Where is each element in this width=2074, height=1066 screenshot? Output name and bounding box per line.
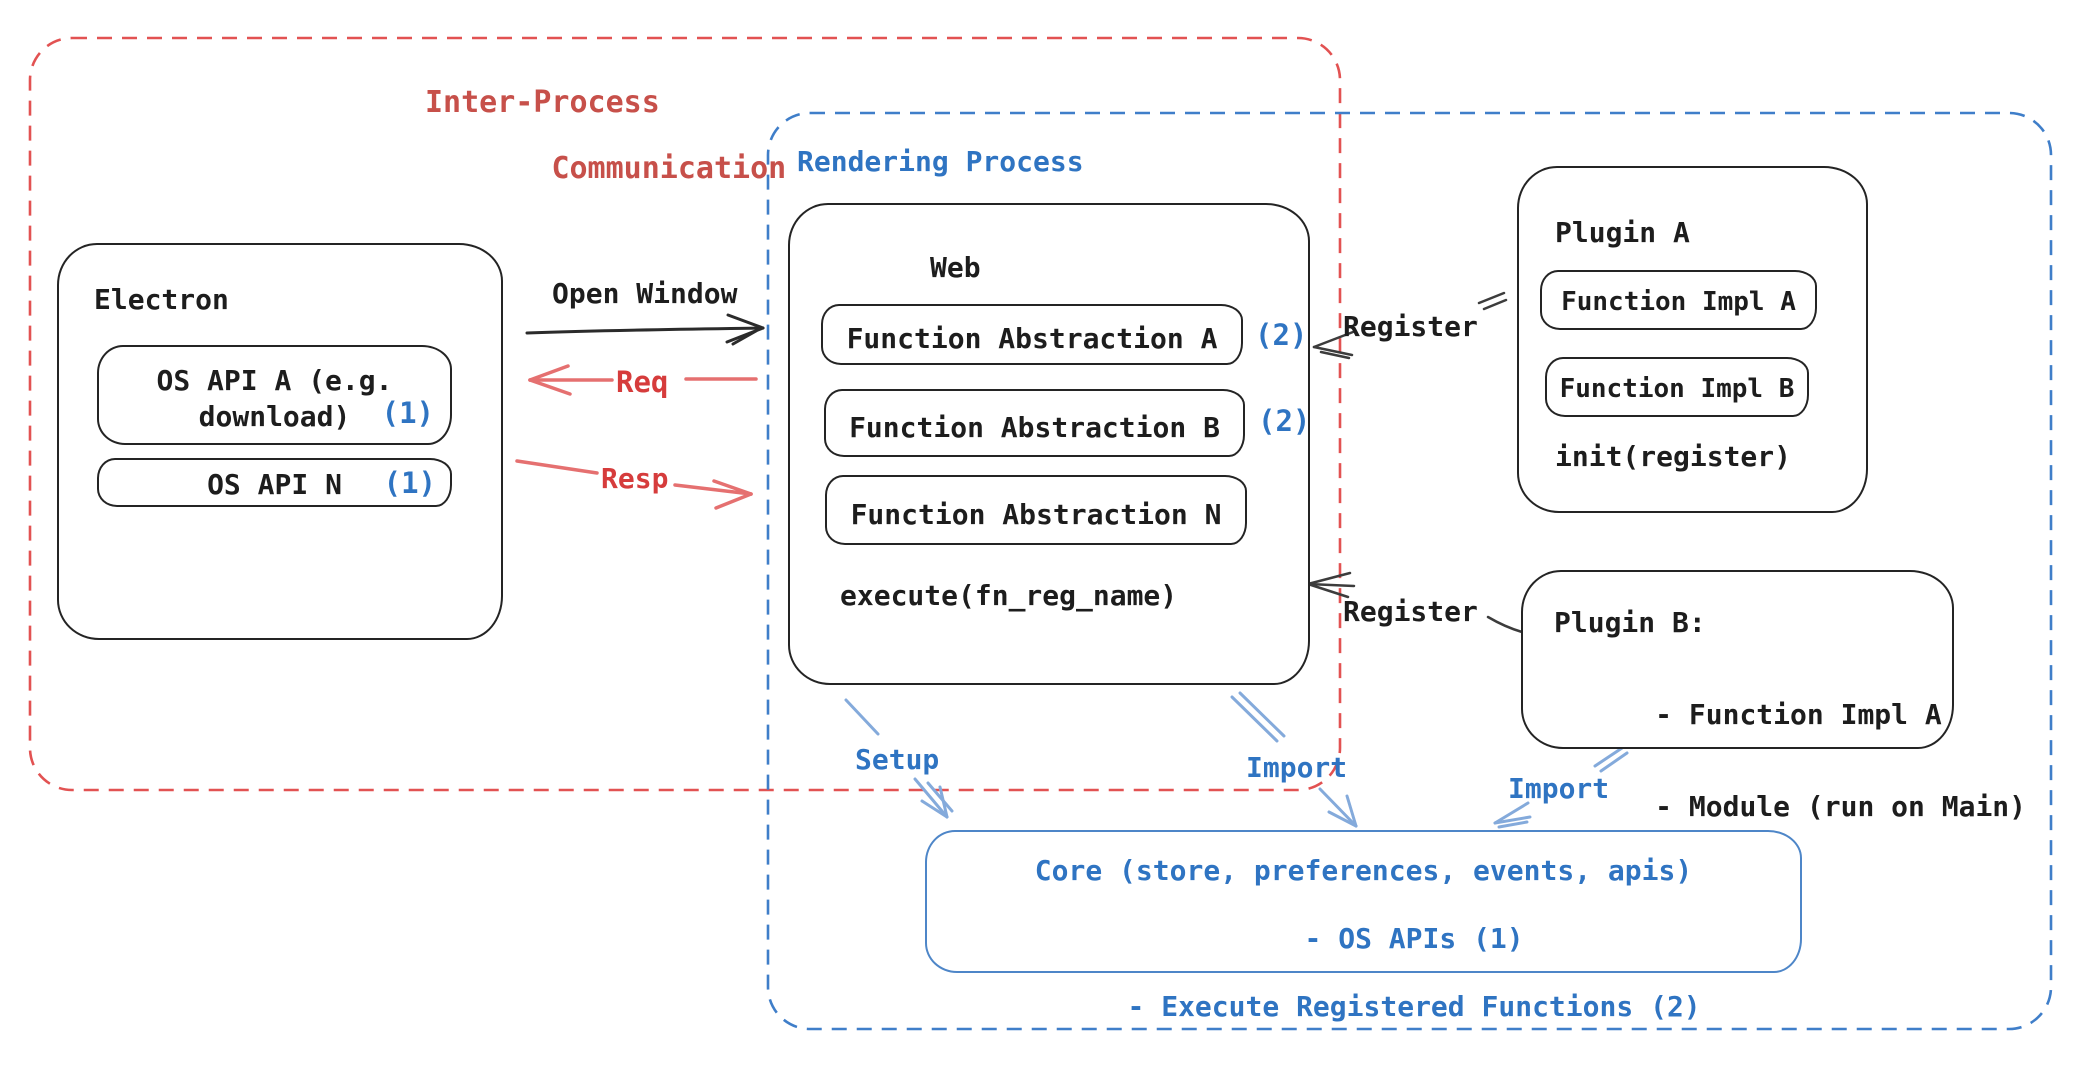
- function-impl-b-box: Function Impl B: [1545, 357, 1809, 417]
- web-footer: execute(fn_reg_name): [840, 579, 1178, 612]
- os-api-a-line1: OS API A (e.g.: [156, 364, 393, 397]
- function-abstraction-a-label: Function Abstraction A: [846, 322, 1218, 355]
- function-impl-a-box: Function Impl A: [1540, 270, 1817, 330]
- core-box: Core (store, preferences, events, apis) …: [925, 830, 1802, 1023]
- os-api-n-box: OS API N (1): [97, 458, 452, 507]
- ipc-group-title: Inter-Process Communication: [425, 86, 786, 185]
- core-line3: - Execute Registered Functions (2): [1127, 990, 1701, 1023]
- function-impl-a-label: Function Impl A: [1561, 287, 1796, 317]
- plugin-b-text: Plugin B: - Function Impl A - Module (ru…: [1554, 600, 2026, 830]
- function-abstraction-b-label: Function Abstraction B: [849, 411, 1220, 444]
- function-abstraction-b-badge: (2): [1258, 404, 1311, 438]
- open-window-arrow: [525, 313, 765, 346]
- plugin-b-box: Plugin B: - Function Impl A - Module (ru…: [1521, 570, 2026, 823]
- plugin-b-line1: - Function Impl A: [1655, 698, 1942, 731]
- os-api-a-badge: (1): [381, 396, 434, 430]
- core-line2: - OS APIs (1): [1304, 922, 1524, 955]
- os-api-a-box: OS API A (e.g. download) (1): [97, 345, 452, 445]
- rendering-group-title: Rendering Process: [797, 145, 1084, 178]
- plugin-a-title: Plugin A: [1555, 216, 1690, 249]
- setup-label: Setup: [855, 743, 940, 776]
- electron-title: Electron: [94, 283, 229, 316]
- function-abstraction-n-box: Function Abstraction N: [825, 475, 1247, 545]
- web-box: Web Function Abstraction A (2) Function …: [788, 203, 1310, 685]
- function-abstraction-b-box: Function Abstraction B: [824, 389, 1245, 457]
- import-web-label: Import: [1246, 751, 1348, 784]
- open-window-label: Open Window: [552, 277, 738, 310]
- register-bottom-label: Register: [1343, 595, 1478, 628]
- os-api-n-badge: (1): [383, 466, 436, 500]
- function-abstraction-a-badge: (2): [1255, 318, 1308, 352]
- web-title: Web: [930, 251, 981, 284]
- core-text: Core (store, preferences, events, apis) …: [927, 854, 1800, 1024]
- plugin-a-footer: init(register): [1555, 440, 1792, 473]
- plugin-b-line2: - Module (run on Main): [1655, 790, 2027, 823]
- core-line1: Core (store, preferences, events, apis): [1034, 854, 1693, 887]
- plugin-b-title: Plugin B:: [1554, 606, 1706, 639]
- function-abstraction-n-label: Function Abstraction N: [850, 498, 1222, 531]
- register-top-label: Register: [1343, 310, 1478, 343]
- ipc-title-line2: Communication: [551, 151, 787, 186]
- electron-box: Electron OS API A (e.g. download) (1) OS…: [57, 243, 503, 640]
- plugin-a-box: Plugin A Function Impl A Function Impl B…: [1517, 166, 1868, 513]
- function-impl-b-label: Function Impl B: [1559, 374, 1795, 404]
- import-plugin-label: Import: [1508, 772, 1610, 805]
- function-abstraction-a-box: Function Abstraction A: [821, 304, 1243, 365]
- req-label: Req: [616, 365, 669, 399]
- resp-label: Resp: [601, 462, 669, 495]
- ipc-title-line1: Inter-Process: [425, 85, 660, 120]
